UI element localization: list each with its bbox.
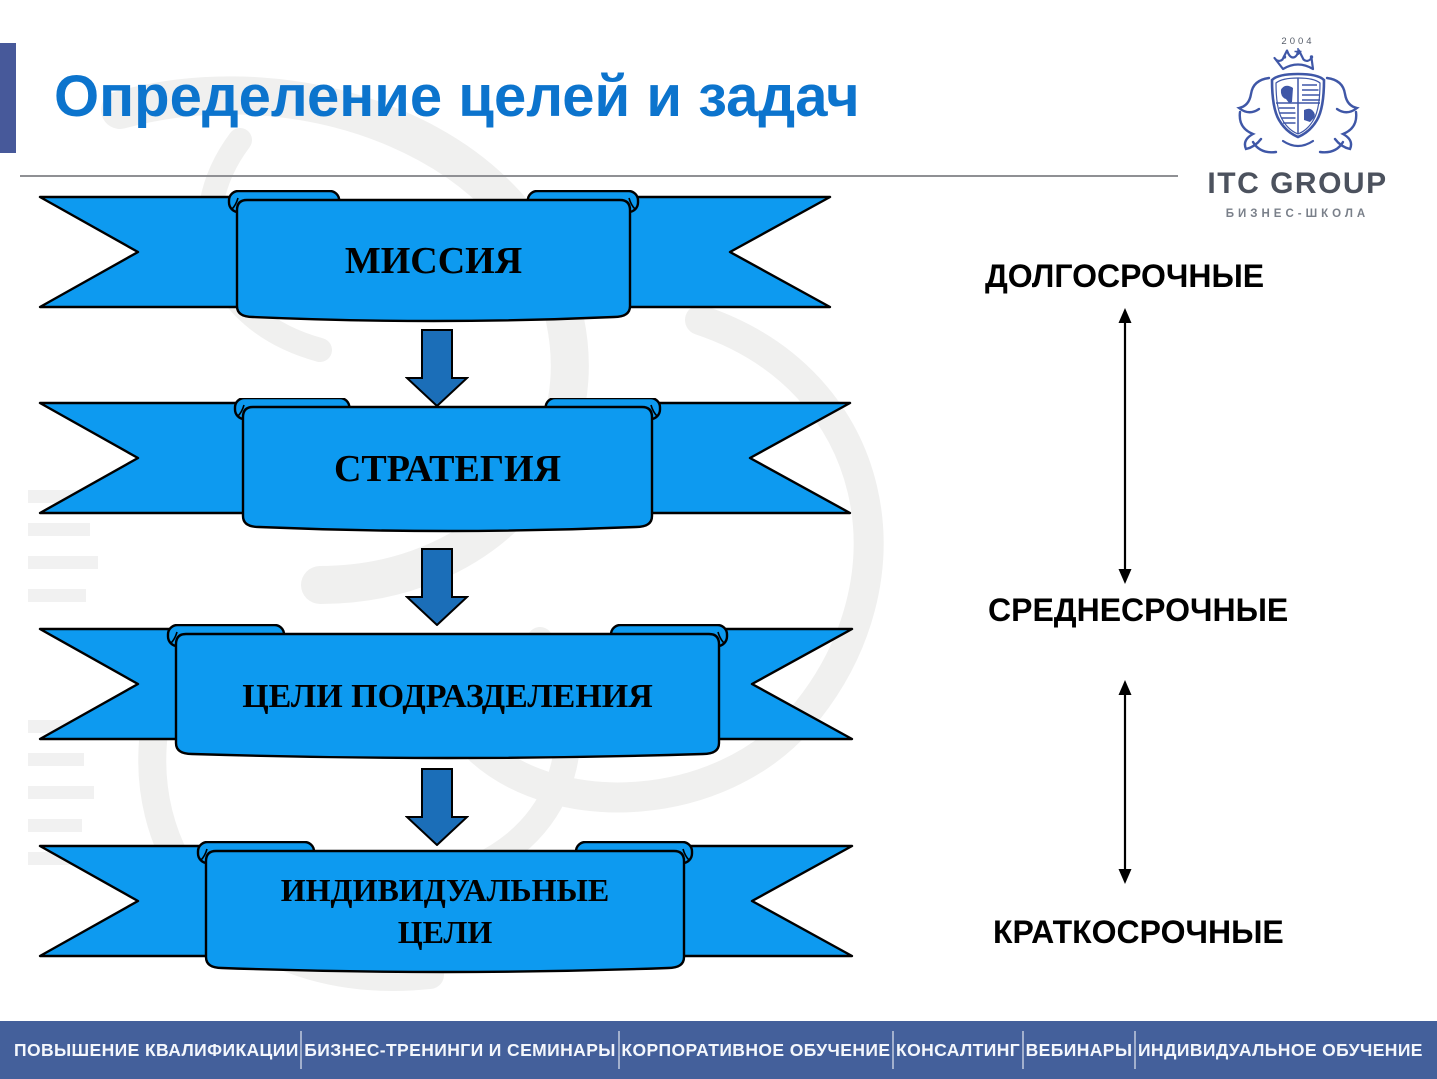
footer-menu-bar: ПОВЫШЕНИЕ КВАЛИФИКАЦИИ БИЗНЕС-ТРЕНИНГИ И… bbox=[0, 1021, 1437, 1079]
footer-separator bbox=[892, 1031, 895, 1069]
footer-item: КОРПОРАТИВНОЕ ОБУЧЕНИЕ bbox=[621, 1039, 891, 1060]
ribbon-label-strategy: СТРАТЕГИЯ bbox=[333, 448, 562, 491]
footer-separator bbox=[300, 1031, 303, 1069]
footer-separator bbox=[1134, 1031, 1137, 1069]
footer-item: КОНСАЛТИНГ bbox=[895, 1039, 1021, 1060]
down-arrow-icon bbox=[405, 548, 469, 626]
timeframe-medium-term: СРЕДНЕСРОЧНЫЕ bbox=[988, 592, 1289, 628]
header-divider bbox=[20, 175, 1178, 177]
logo-name: ITC GROUP bbox=[1207, 167, 1388, 200]
crest-icon: 2004 bbox=[1235, 36, 1360, 154]
itc-group-logo: 2004 bbox=[1185, 34, 1410, 220]
footer-separator bbox=[1021, 1031, 1024, 1069]
down-arrow-icon bbox=[405, 768, 469, 846]
ribbon-strategy-shape bbox=[38, 398, 852, 533]
footer-item: ВЕБИНАРЫ bbox=[1025, 1039, 1133, 1060]
ribbon-label-division-goals: ЦЕЛИ ПОДРАЗДЕЛЕНИЯ bbox=[242, 677, 653, 715]
timeframe-long-term: ДОЛГОСРОЧНЫЕ bbox=[985, 258, 1265, 294]
double-arrow-icon bbox=[1118, 308, 1132, 584]
ribbon-mission-shape bbox=[38, 190, 832, 323]
page-title: Определение целей и задач bbox=[54, 64, 860, 129]
footer-item: ПОВЫШЕНИЕ КВАЛИФИКАЦИИ bbox=[14, 1039, 299, 1060]
logo-subtitle: БИЗНЕС-ШКОЛА bbox=[1225, 208, 1370, 220]
footer-separator bbox=[617, 1031, 620, 1069]
down-arrow-icon bbox=[405, 329, 469, 407]
footer-item: БИЗНЕС-ТРЕНИНГИ И СЕМИНАРЫ bbox=[304, 1039, 616, 1060]
ribbon-individual-goals-shape bbox=[38, 841, 854, 974]
ribbon-label-mission: МИССИЯ bbox=[344, 240, 523, 283]
footer-item: ИНДИВИДУАЛЬНОЕ ОБУЧЕНИЕ bbox=[1137, 1039, 1423, 1060]
logo-year: 2004 bbox=[1281, 36, 1314, 47]
ribbon-division-goals-shape bbox=[38, 624, 854, 760]
title-accent-bar bbox=[0, 43, 16, 153]
ribbon-label-individual-goals: ИНДИВИДУАЛЬНЫЕ ЦЕЛИ bbox=[280, 872, 610, 950]
double-arrow-icon bbox=[1118, 680, 1132, 884]
timeframe-short-term: КРАТКОСРОЧНЫЕ bbox=[993, 914, 1284, 950]
